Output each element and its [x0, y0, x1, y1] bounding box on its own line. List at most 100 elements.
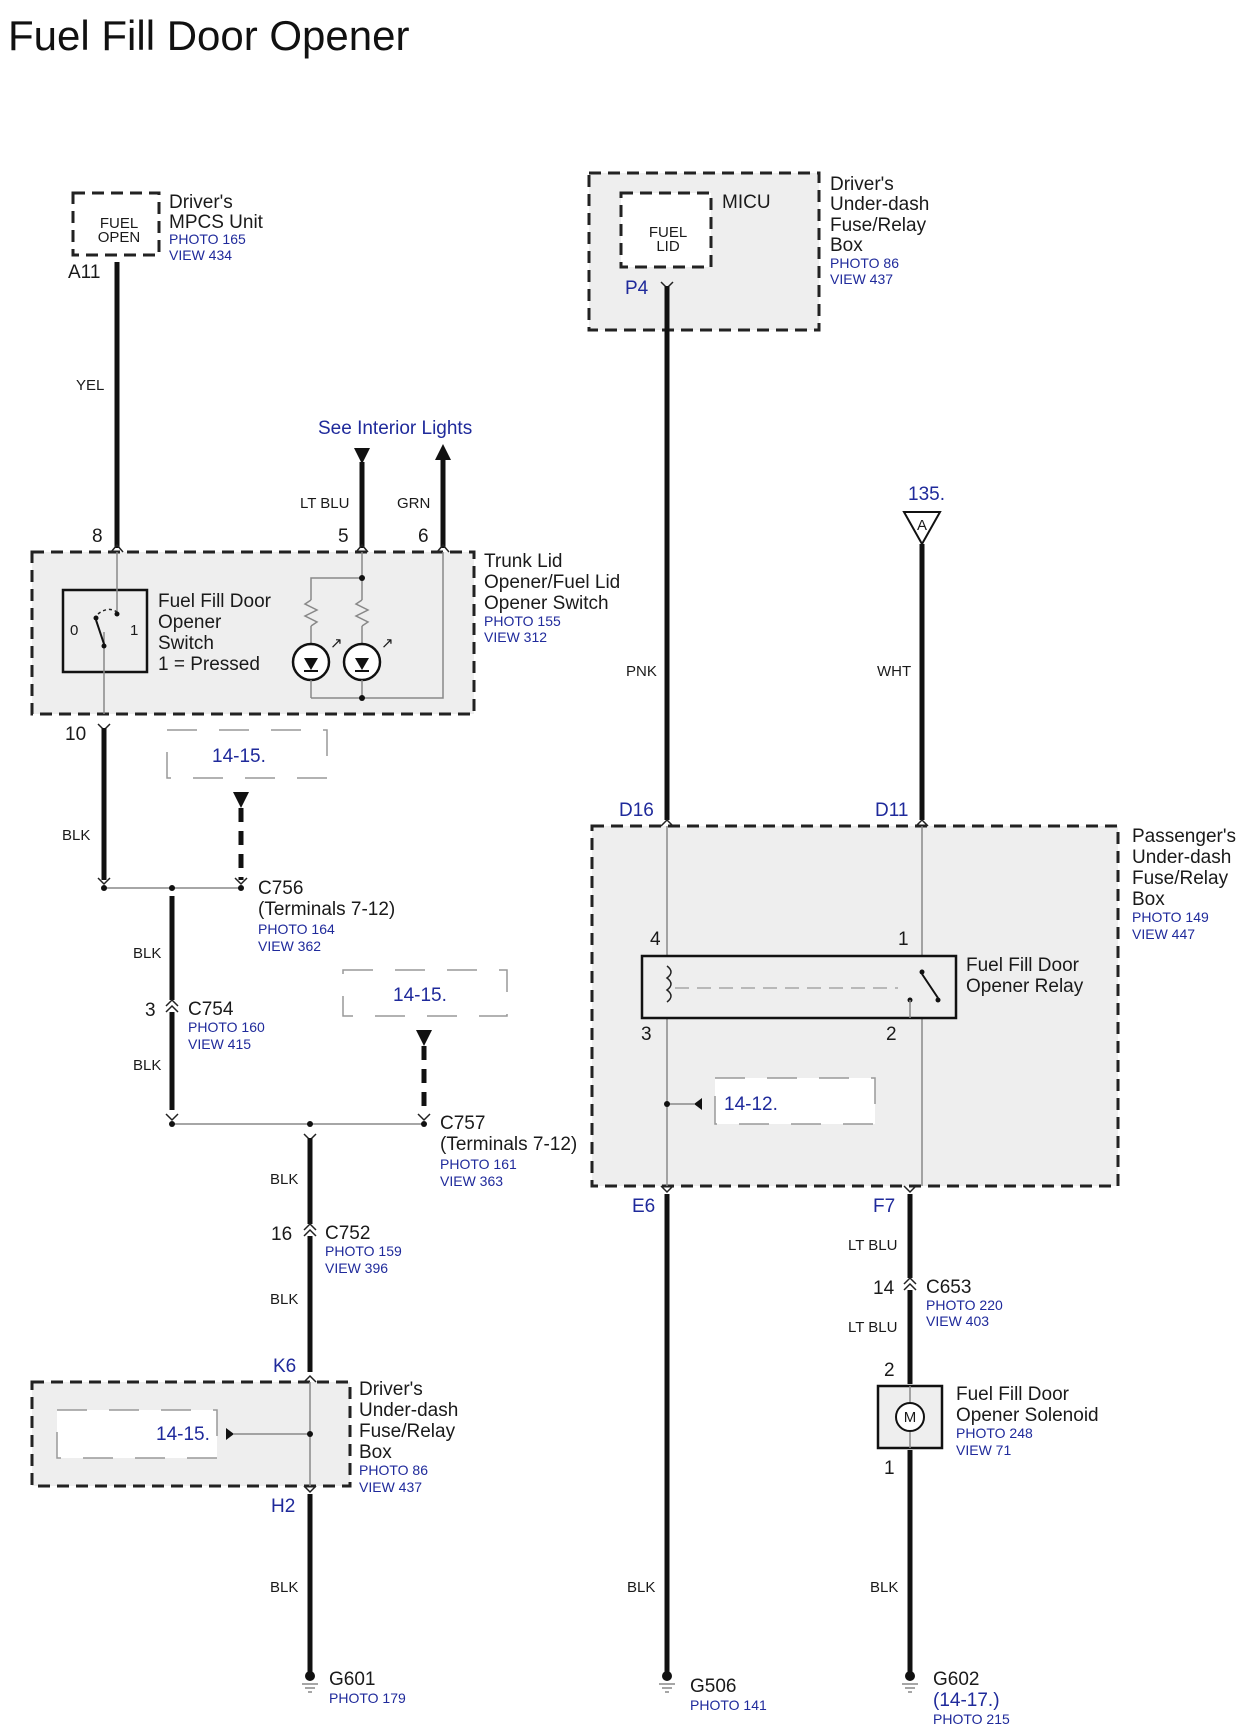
wire-label-lt-blu-2: LT BLU: [848, 1319, 897, 1336]
svg-text:↗: ↗: [381, 635, 394, 652]
c756-photo: PHOTO 164: [258, 921, 335, 937]
switch-label-2: Opener: [158, 612, 222, 633]
pbox-photo: PHOTO 149: [1132, 909, 1209, 925]
c756-name: C756: [258, 878, 303, 899]
lower-box-pin-h2: H2: [271, 1496, 295, 1517]
wire-label-blk-8: BLK: [870, 1579, 898, 1596]
micu-label: MICU: [722, 192, 771, 213]
solenoid-name-2: Opener Solenoid: [956, 1405, 1099, 1426]
wire-label-pnk: PNK: [626, 663, 657, 680]
pbox-name-3: Fuse/Relay: [1132, 868, 1229, 889]
wire-label-wht: WHT: [877, 663, 911, 680]
micu-pin: P4: [625, 278, 649, 299]
c752-pin: 16: [271, 1224, 292, 1245]
triangle-icon: [902, 511, 942, 547]
mpcs-name-1: Driver's: [169, 192, 233, 213]
switch-pin-10: 10: [65, 724, 86, 745]
ground-icon: [659, 1671, 675, 1693]
mpcs-inner-1: FUEL: [100, 215, 138, 232]
micu-inner-1: FUEL: [649, 224, 687, 241]
g601-name: G601: [329, 1669, 375, 1690]
wire-label-blk-1: BLK: [62, 827, 90, 844]
wire-label-lt-blu-1: LT BLU: [848, 1237, 897, 1254]
switch-pos-0: 0: [70, 622, 78, 639]
wire-label-lt-blu-top: LT BLU: [300, 495, 349, 512]
ground-icon: [902, 1671, 918, 1693]
pbox-name-2: Under-dash: [1132, 847, 1231, 868]
relay-name-1: Fuel Fill Door: [966, 955, 1080, 976]
relay-pin-1: 1: [898, 929, 909, 950]
lower-box-name-2: Under-dash: [359, 1400, 458, 1421]
arrow-up-icon: [435, 444, 451, 460]
micu-name-2: Under-dash: [830, 194, 929, 215]
switch-view: VIEW 312: [484, 629, 547, 645]
c754-name: C754: [188, 999, 234, 1020]
c752-view: VIEW 396: [325, 1260, 388, 1276]
relay-box: [640, 954, 958, 1020]
pbox-view: VIEW 447: [1132, 926, 1195, 942]
c653-view: VIEW 403: [926, 1313, 989, 1329]
solenoid-pin-1: 1: [884, 1458, 895, 1479]
wire-label-blk-5: BLK: [270, 1291, 298, 1308]
g602-name: G602: [933, 1669, 979, 1690]
wire-label-blk-7: BLK: [627, 1579, 655, 1596]
lower-box-name-3: Fuse/Relay: [359, 1421, 456, 1442]
g506-name: G506: [690, 1676, 736, 1697]
g506-photo: PHOTO 141: [690, 1697, 767, 1713]
g602-ref: (14-17.): [933, 1690, 1000, 1711]
switch-name-3: Opener Switch: [484, 593, 609, 614]
arrow-down-icon: [354, 448, 370, 464]
motor-symbol: M: [904, 1409, 917, 1426]
solenoid-name-1: Fuel Fill Door: [956, 1384, 1070, 1405]
lower-box-name-4: Box: [359, 1442, 392, 1463]
solenoid-pin-2: 2: [884, 1360, 895, 1381]
c754-pin: 3: [145, 1000, 156, 1021]
g602-photo: PHOTO 215: [933, 1711, 1010, 1727]
c754-photo: PHOTO 160: [188, 1019, 265, 1035]
pbox-pin-f7: F7: [873, 1196, 895, 1217]
wire-label-grn: GRN: [397, 495, 430, 512]
switch-name-1: Trunk Lid: [484, 551, 563, 572]
micu-name-3: Fuse/Relay: [830, 215, 927, 236]
micu-box: FUEL LID MICU P4: [587, 171, 821, 332]
wire-label-yel: YEL: [76, 377, 104, 394]
wire-label-blk-4: BLK: [270, 1171, 298, 1188]
g601-photo: PHOTO 179: [329, 1690, 406, 1706]
wire-label-blk-2: BLK: [133, 945, 161, 962]
mpcs-unit: FUEL OPEN Driver's MPCS Unit PHOTO 165 V…: [68, 191, 264, 283]
ref-box-1: [166, 729, 328, 779]
switch-pos-1: 1: [130, 622, 138, 639]
relay-name-2: Opener Relay: [966, 976, 1084, 997]
c757-name: C757: [440, 1113, 485, 1134]
c757-sub: (Terminals 7-12): [440, 1134, 577, 1155]
relay-pin-3: 3: [641, 1024, 652, 1045]
mpcs-inner-2: OPEN: [98, 229, 141, 246]
pbox-pin-e6: E6: [632, 1196, 655, 1217]
switch-pin-8: 8: [92, 526, 103, 547]
coil-icon: [665, 965, 672, 1003]
mpcs-photo: PHOTO 165: [169, 231, 246, 247]
pbox-pin-d11: D11: [875, 800, 908, 821]
c653-pin: 14: [873, 1278, 895, 1299]
switch-label-4: 1 = Pressed: [158, 654, 260, 675]
micu-name-4: Box: [830, 235, 863, 256]
mpcs-pin: A11: [68, 262, 100, 283]
ref-box-4: [56, 1409, 218, 1459]
ref-box-2: [342, 969, 508, 1017]
switch-name-2: Opener/Fuel Lid: [484, 572, 620, 593]
micu-name-1: Driver's: [830, 174, 894, 195]
ref-box-3: [714, 1077, 876, 1125]
relay-pin-2: 2: [886, 1024, 897, 1045]
fuel-fill-door-solenoid: M: [876, 1384, 944, 1450]
micu-inner-2: LID: [656, 238, 680, 255]
ref-135: 135.: [908, 484, 945, 505]
pbox-name-1: Passenger's: [1132, 826, 1236, 847]
c653-photo: PHOTO 220: [926, 1297, 1003, 1313]
lower-box-pin-k6: K6: [273, 1356, 296, 1377]
lower-box-photo: PHOTO 86: [359, 1462, 428, 1478]
c756-sub: (Terminals 7-12): [258, 899, 395, 920]
lower-box-view: VIEW 437: [359, 1479, 422, 1495]
mpcs-name-2: MPCS Unit: [169, 212, 264, 233]
wire-label-blk-6: BLK: [270, 1579, 298, 1596]
